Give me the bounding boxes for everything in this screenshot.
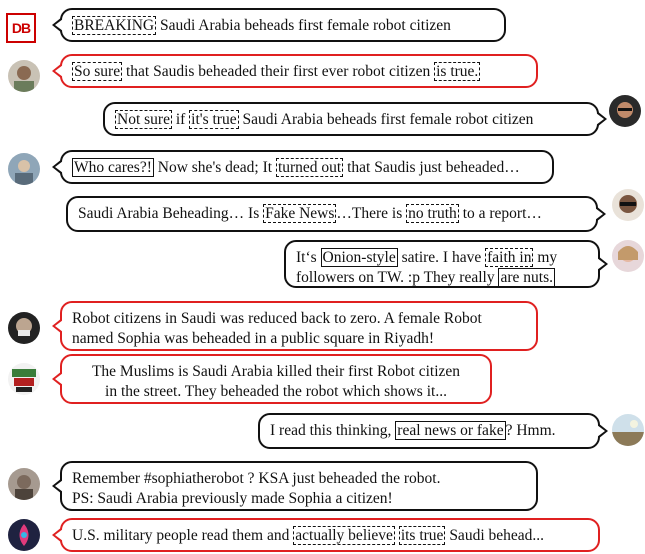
message-line: The Muslims is Saudi Arabia killed their… bbox=[72, 362, 480, 382]
message-text: that Saudis beheaded their first ever ro… bbox=[122, 63, 435, 80]
message-text: Now she's dead; It bbox=[153, 159, 276, 176]
highlighted-phrase: Not sure bbox=[115, 110, 172, 129]
message-line: So sure that Saudis beheaded their first… bbox=[72, 62, 526, 82]
message-text: in the street. They beheaded the robot w… bbox=[105, 383, 447, 400]
message-text: Saudi behead... bbox=[445, 527, 545, 544]
message-line: named Sophia was beheaded in a public sq… bbox=[72, 329, 526, 349]
highlighted-phrase: actually believe bbox=[293, 526, 395, 545]
avatar-user-3 bbox=[609, 95, 641, 127]
tweet-bubble-3: Not sure if it's true Saudi Arabia behea… bbox=[103, 102, 607, 136]
message-line: Robot citizens in Saudi was reduced back… bbox=[72, 309, 526, 329]
highlighted-phrase: no truth bbox=[406, 204, 459, 223]
message-text: Saudi Arabia beheads first female robot … bbox=[156, 17, 451, 34]
message-text: The Muslims is Saudi Arabia killed their… bbox=[91, 363, 461, 380]
highlighted-phrase: it's true bbox=[189, 110, 239, 129]
highlighted-phrase: real news or fake bbox=[395, 421, 506, 440]
avatar-user-8 bbox=[8, 363, 40, 395]
message-text: followers on TW. :p They really bbox=[296, 269, 499, 286]
tweet-bubble-8: The Muslims is Saudi Arabia killed their… bbox=[52, 354, 492, 404]
message-text: It‘s bbox=[296, 249, 321, 266]
highlighted-phrase: Fake News bbox=[263, 204, 337, 223]
message-line: followers on TW. :p They really are nuts… bbox=[296, 268, 588, 288]
message-text: Remember #sophiatherobot ? KSA just behe… bbox=[72, 470, 441, 487]
highlighted-phrase: turned out bbox=[275, 158, 344, 177]
message-text: Robot citizens in Saudi was reduced back… bbox=[72, 310, 482, 327]
message-text: ? Hmm. bbox=[505, 422, 556, 439]
highlighted-phrase: are nuts. bbox=[498, 268, 555, 287]
message-line: PS: Saudi Arabia previously made Sophia … bbox=[72, 489, 526, 509]
message-line: BREAKING Saudi Arabia beheads first fema… bbox=[72, 16, 494, 36]
highlighted-phrase: Onion-style bbox=[320, 248, 398, 267]
tweet-bubble-4: Who cares?! Now she's dead; It turned ou… bbox=[52, 150, 554, 184]
avatar-user-5 bbox=[612, 189, 644, 221]
message-text: I read this thinking, bbox=[270, 422, 396, 439]
message-text: satire. I have bbox=[397, 249, 486, 266]
tweet-bubble-9: I read this thinking, real news or fake?… bbox=[258, 413, 608, 449]
db-logo: DB bbox=[6, 13, 36, 43]
message-line: Remember #sophiatherobot ? KSA just behe… bbox=[72, 469, 526, 489]
message-line: Who cares?! Now she's dead; It turned ou… bbox=[72, 158, 542, 178]
tweet-bubble-2: So sure that Saudis beheaded their first… bbox=[52, 54, 538, 88]
message-line: It‘s Onion-style satire. I have faith in… bbox=[296, 248, 588, 268]
message-line: Not sure if it's true Saudi Arabia behea… bbox=[115, 110, 587, 130]
highlighted-phrase: its true bbox=[398, 526, 446, 545]
avatar-user-10 bbox=[8, 468, 40, 500]
message-text: to a report… bbox=[458, 205, 542, 222]
avatar-user-7 bbox=[8, 312, 40, 344]
avatar-user-6 bbox=[612, 240, 644, 272]
message-text: U.S. military people read them and bbox=[72, 527, 294, 544]
message-text: …There is bbox=[336, 205, 407, 222]
tweet-bubble-11: U.S. military people read them and actua… bbox=[52, 518, 600, 552]
highlighted-phrase: is true. bbox=[434, 62, 481, 81]
tweet-bubble-6: It‘s Onion-style satire. I have faith in… bbox=[284, 240, 608, 288]
avatar-user-4 bbox=[8, 153, 40, 185]
message-text: named Sophia was beheaded in a public sq… bbox=[72, 330, 434, 347]
highlighted-phrase: BREAKING bbox=[72, 16, 157, 35]
message-line: in the street. They beheaded the robot w… bbox=[72, 382, 480, 402]
message-text: that Saudis just beheaded… bbox=[343, 159, 520, 176]
message-line: Saudi Arabia Beheading… Is Fake News…The… bbox=[78, 204, 586, 224]
message-text: Saudi Arabia beheads first female robot … bbox=[238, 111, 534, 128]
message-line: U.S. military people read them and actua… bbox=[72, 526, 588, 546]
tweet-bubble-5: Saudi Arabia Beheading… Is Fake News…The… bbox=[66, 196, 606, 232]
avatar-user-11 bbox=[8, 519, 40, 551]
highlighted-phrase: Who cares?! bbox=[72, 158, 154, 177]
highlighted-phrase: So sure bbox=[72, 62, 123, 81]
tweet-bubble-7: Robot citizens in Saudi was reduced back… bbox=[52, 301, 538, 351]
avatar-user-9 bbox=[612, 414, 644, 446]
message-line: I read this thinking, real news or fake?… bbox=[270, 421, 588, 441]
avatar-user-2 bbox=[8, 60, 40, 92]
message-text: Saudi Arabia Beheading… Is bbox=[78, 205, 264, 222]
message-text: my bbox=[533, 249, 558, 266]
highlighted-phrase: faith in bbox=[485, 248, 534, 267]
tweet-bubble-10: Remember #sophiatherobot ? KSA just behe… bbox=[52, 461, 538, 511]
message-text: if bbox=[171, 111, 190, 128]
message-text: PS: Saudi Arabia previously made Sophia … bbox=[72, 490, 393, 507]
db-logo-text: DB bbox=[11, 20, 31, 36]
tweet-bubble-1: BREAKING Saudi Arabia beheads first fema… bbox=[52, 8, 506, 42]
